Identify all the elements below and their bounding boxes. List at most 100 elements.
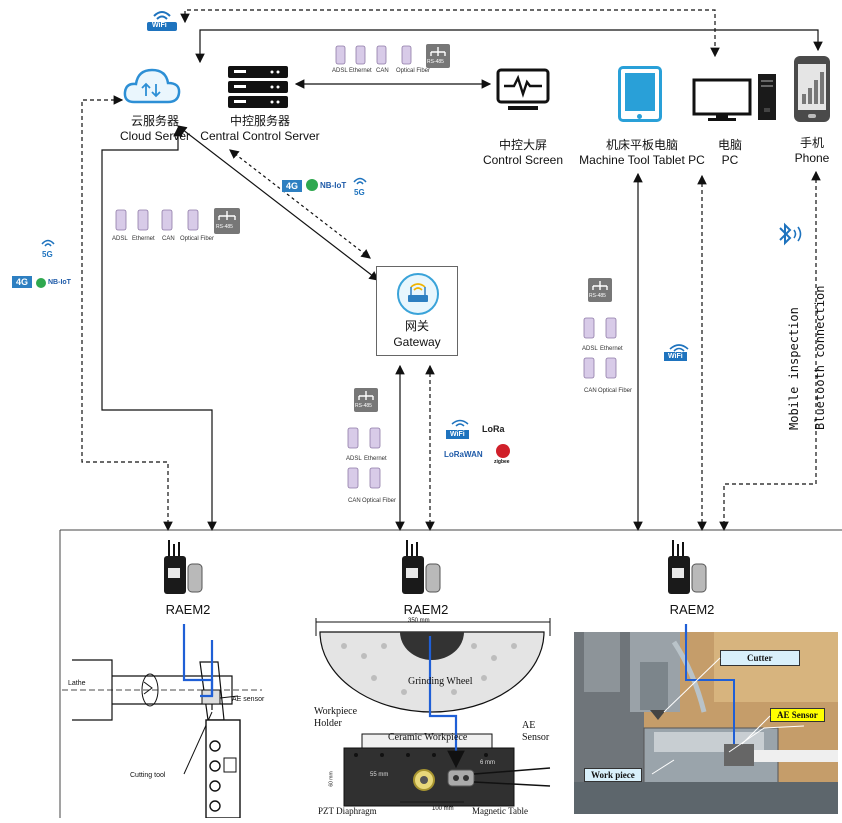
bluetooth-icon [776, 222, 806, 246]
gateway-box: 网关 Gateway [376, 266, 458, 356]
pzt-diaphragm-label: PZT Diaphragm [318, 806, 377, 816]
wifi-label: WiFi [152, 22, 167, 29]
nbiot-badge-left: NB-IoT [48, 279, 71, 286]
monitor-icon [496, 68, 550, 112]
phone-label: 手机 Phone [786, 136, 838, 166]
tablet-zh: 机床平板电脑 [605, 138, 678, 152]
media-can-right: CAN [584, 388, 597, 394]
tablet-label: 机床平板电脑 Machine Tool Tablet PC [572, 138, 712, 168]
pc-en: PC [721, 153, 739, 167]
cloud-server-en: Cloud Server [119, 129, 191, 143]
rs485-label-right: RS-485 [589, 293, 606, 299]
raem-device-3 [664, 540, 714, 598]
ceramic-workpiece-label: Ceramic Workpiece [388, 732, 468, 743]
dim-55-label: 55 mm [370, 772, 389, 778]
gateway-zh: 网关 [404, 319, 429, 333]
workpiece-label: Work piece [584, 768, 642, 782]
raem-label-2: RAEM2 [403, 602, 449, 617]
wifi-icon-right: WiFi [664, 340, 694, 364]
workpiece-holder-label: Workpiece Holder [314, 706, 358, 729]
media-optical-left: Optical Fiber [180, 236, 215, 242]
wifi-icon: WiFi [146, 8, 178, 32]
lathe-label: Lathe [68, 680, 86, 687]
rs485-label-center: RS-485 [355, 403, 372, 409]
wifi-badge-center: WiFi [446, 430, 469, 439]
rs485-icon-left: RS-485 [214, 208, 240, 234]
cloud-icon [122, 64, 182, 106]
media-optical-center: Optical Fiber [362, 498, 397, 504]
pc-zh: 电脑 [717, 138, 742, 152]
rs485-icon-center: RS-485 [354, 388, 378, 412]
media-optical-right: Optical Fiber [598, 388, 633, 394]
media-adsl-left: ADSL [112, 236, 128, 242]
media-optical-top: Optical Fiber [396, 68, 431, 74]
globe-icon [306, 179, 318, 191]
media-ethernet-center: Ethernet [364, 456, 387, 462]
media-adsl-center: ADSL [346, 456, 362, 462]
dim-60-label: 60 mm [328, 771, 335, 787]
rs485-icon-right: RS-485 [588, 278, 612, 302]
grinding-wheel-label: Grinding Wheel [408, 676, 473, 687]
5g-wifi-icon [352, 176, 368, 188]
4g-badge-left: 4G [12, 276, 33, 288]
raem-device-1 [160, 540, 210, 598]
media-group-left: ADSL Ethernet CAN Optical Fiber [112, 208, 252, 248]
pc-label: 电脑 PC [700, 138, 760, 168]
media-group-top: ADSL Ethernet CAN Optical Fiber [330, 44, 460, 80]
media-ethernet-top: Ethernet [349, 68, 372, 74]
central-server-label: 中控服务器 Central Control Server [190, 114, 330, 144]
media-can-top: CAN [376, 68, 389, 74]
cloud-server-zh: 云服务器 [130, 114, 179, 128]
zigbee-logo [496, 444, 510, 458]
media-adsl-top: ADSL [332, 68, 348, 74]
rs485-label-top: RS-485 [427, 59, 444, 65]
wifi-badge-right: WiFi [664, 352, 687, 361]
router-icon [397, 273, 439, 315]
desktop-pc-icon [692, 72, 782, 122]
nbiot-badge: NB-IoT [320, 181, 347, 190]
rs485-label-left: RS-485 [216, 224, 233, 230]
lathe-sketch: Lathe AE sensor Cutting tool [62, 620, 302, 819]
wireless-badge-mid: 4G NB-IoT 5G [282, 176, 382, 200]
media-can-left: CAN [162, 236, 175, 242]
magnetic-table-label: Magnetic Table [472, 806, 528, 816]
media-group-right: ADSL Ethernet CAN Optical Fiber [580, 316, 640, 400]
tablet-icon [618, 66, 662, 122]
cutting-tool-label: Cutting tool [130, 772, 166, 779]
smartphone-icon [794, 56, 830, 122]
mobile-inspection-line: Mobile inspection [787, 307, 801, 430]
control-screen-zh: 中控大屏 [498, 138, 547, 152]
dim-6-label: 6 mm [480, 760, 495, 766]
globe-icon-left [36, 278, 46, 288]
rs485-icon-top: RS-485 [426, 44, 450, 68]
bluetooth-connection-line: Bluetooth connection [813, 285, 827, 431]
ae-sensor-grinding-label: AE Sensor [522, 720, 550, 743]
media-adsl-right: ADSL [582, 346, 598, 352]
tablet-en: Machine Tool Tablet PC [579, 153, 705, 167]
dim-100-label: 100 mm [432, 806, 454, 812]
5g-label-left: 5G [42, 250, 53, 259]
cutter-label: Cutter [720, 650, 800, 666]
lora-badge: LoRa [482, 424, 505, 434]
wireless-badge-left: 5G 4G NB-IoT [12, 238, 82, 298]
raem-label-1: RAEM2 [165, 602, 211, 617]
ae-sensor-milling-label: AE Sensor [770, 708, 825, 722]
central-server-en: Central Control Server [200, 129, 320, 143]
cloud-server-label: 云服务器 Cloud Server [105, 114, 205, 144]
control-screen-label: 中控大屏 Control Screen [478, 138, 568, 168]
media-ethernet-right: Ethernet [600, 346, 623, 352]
phone-en: Phone [794, 151, 830, 165]
dim-350-label: 350 mm [408, 618, 430, 624]
phone-zh: 手机 [799, 136, 824, 150]
control-screen-en: Control Screen [482, 153, 564, 167]
zigbee-label: zigbee [494, 459, 510, 465]
ae-sensor-lathe-label: AE sensor [232, 696, 265, 703]
4g-badge: 4G [282, 180, 303, 192]
grinding-sketch: 350 mm Grinding Wheel Workpiece Holder C… [304, 616, 558, 818]
wireless-badge-center: WiFi LoRa LoRaWAN zigbee [444, 418, 524, 470]
milling-photo: Cutter AE Sensor Work piece [574, 632, 838, 814]
raem-device-2 [398, 540, 448, 598]
mobile-inspection-text: Mobile inspection Bluetooth connection [786, 286, 828, 431]
media-can-center: CAN [348, 498, 361, 504]
